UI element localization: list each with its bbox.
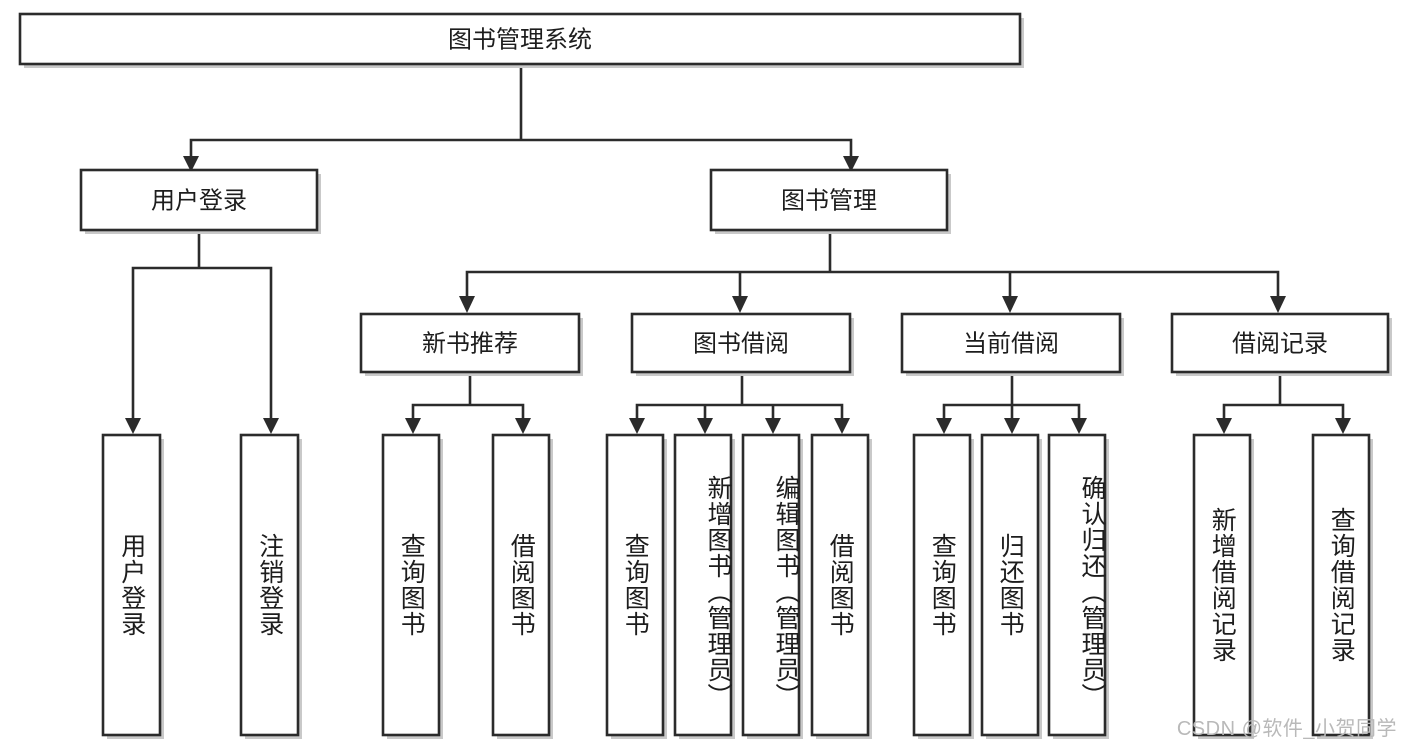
node-user-login-box — [79, 168, 319, 232]
node-root-label: 图书管理系统 — [448, 26, 592, 53]
node-borrow-record-label: 借阅记录 — [1232, 330, 1328, 357]
arrowhead-br-leaf-1 — [1216, 418, 1232, 434]
edge-newbook-bus — [411, 373, 525, 422]
arrowhead-leaf-user-login — [125, 418, 141, 434]
leaf-box-bb-add[interactable] — [673, 433, 733, 737]
node-book-borrow[interactable]: 图书借阅 — [630, 312, 854, 376]
node-current-borrow-box — [900, 312, 1122, 374]
node-new-book-label: 新书推荐 — [422, 330, 518, 357]
arrowhead-cb-leaf-3 — [1071, 418, 1087, 434]
arrowhead-cb-leaf-2 — [1004, 418, 1020, 434]
node-new-book[interactable]: 新书推荐 — [359, 312, 583, 376]
node-borrow-record-box — [1170, 312, 1390, 374]
arrowhead-bb-leaf-4 — [834, 418, 850, 434]
edge-bookmanage-bus — [465, 230, 1280, 300]
node-current-borrow-label: 当前借阅 — [963, 330, 1059, 357]
leaf-box-cb-confirm[interactable] — [1047, 433, 1107, 737]
leaf-box-nb-borrow[interactable] — [491, 433, 551, 737]
arrowhead-user-login — [183, 156, 199, 172]
leaf-box-br-add[interactable] — [1192, 433, 1252, 737]
leaf-box-cb-return[interactable] — [980, 433, 1040, 737]
arrowhead-bb-leaf-1 — [629, 418, 645, 434]
node-borrow-record[interactable]: 借阅记录 — [1170, 312, 1392, 376]
node-root[interactable]: 图书管理系统 — [18, 12, 1024, 68]
arrowhead-nb-leaf-1 — [405, 418, 421, 434]
leaf-box-nb-query[interactable] — [381, 433, 441, 737]
leaf-box-br-query[interactable] — [1311, 433, 1371, 737]
arrowhead-leaf-logout — [263, 418, 279, 434]
arrowhead-nb-leaf-2 — [515, 418, 531, 434]
arrowhead-book-borrow — [732, 296, 748, 313]
arrowhead-bb-leaf-3 — [765, 418, 781, 434]
edge-bookborrow-bus — [635, 373, 844, 422]
node-user-login-label: 用户登录 — [151, 187, 247, 214]
node-book-manage-box — [709, 168, 949, 232]
leaf-box-user-login[interactable] — [101, 433, 162, 737]
leaf-box-bb-edit[interactable] — [741, 433, 801, 737]
arrowhead-current-borrow — [1002, 296, 1018, 313]
leaf-box-bb-borrow[interactable] — [810, 433, 870, 737]
node-book-borrow-label: 图书借阅 — [693, 330, 789, 357]
leaf-box-logout[interactable] — [239, 433, 300, 737]
node-new-book-box — [359, 312, 581, 374]
edge-borrowrecord-bus — [1222, 373, 1345, 422]
edges-group — [125, 64, 1351, 434]
arrowhead-borrow-record — [1270, 296, 1286, 313]
leaf-boxes-group — [101, 433, 1373, 739]
arrowhead-bb-leaf-2 — [697, 418, 713, 434]
arrowhead-new-book — [459, 296, 475, 313]
arrowhead-cb-leaf-1 — [936, 418, 952, 434]
leaf-box-bb-query[interactable] — [605, 433, 665, 737]
node-current-borrow[interactable]: 当前借阅 — [900, 312, 1124, 376]
node-root-box — [18, 12, 1022, 66]
csdn-watermark: CSDN @软件_小贺同学 — [1176, 718, 1397, 740]
node-book-manage-label: 图书管理 — [781, 187, 877, 214]
edge-currentborrow-bus — [942, 373, 1081, 422]
node-book-borrow-box — [630, 312, 852, 374]
node-user-login[interactable]: 用户登录 — [79, 168, 321, 234]
leaf-box-cb-query[interactable] — [912, 433, 972, 737]
node-book-manage[interactable]: 图书管理 — [709, 168, 951, 234]
arrowhead-book-manage — [843, 156, 859, 172]
edge-root-bus — [189, 64, 853, 160]
edge-userlogin-bus — [131, 230, 273, 422]
arrowhead-br-leaf-2 — [1335, 418, 1351, 434]
